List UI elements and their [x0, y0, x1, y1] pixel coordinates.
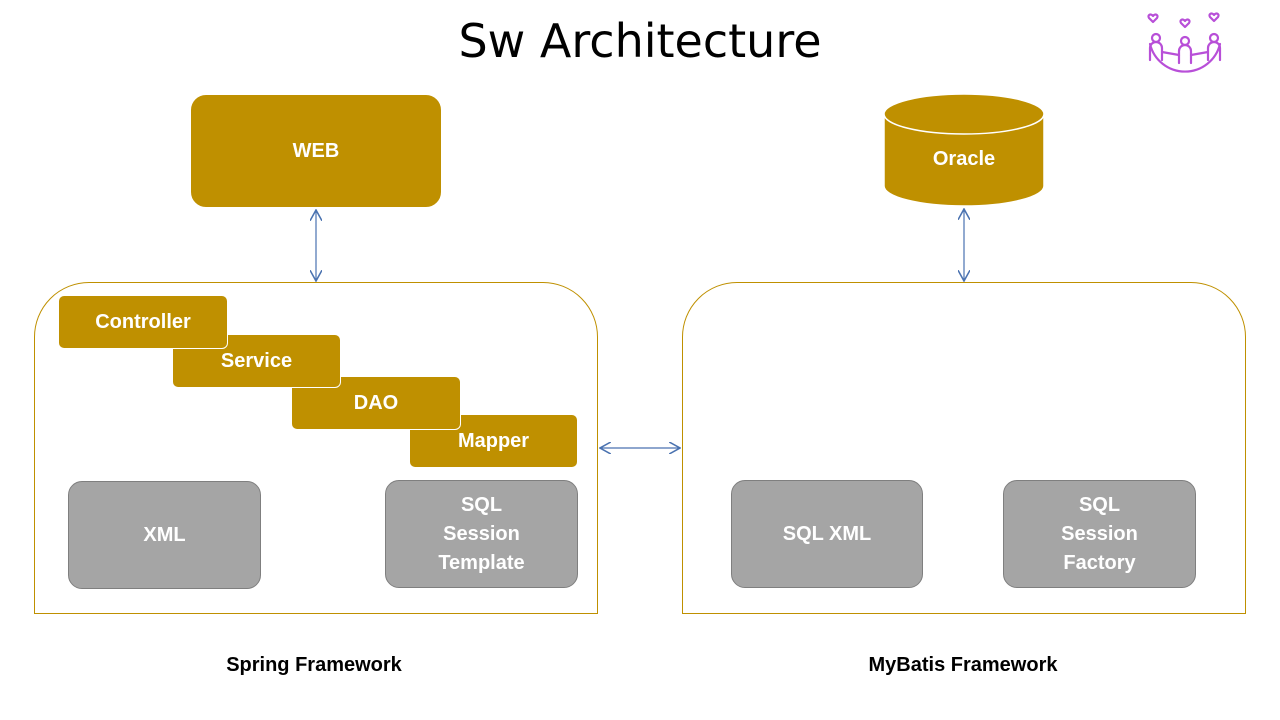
sql-session-template-line-2: Session: [443, 522, 520, 545]
sql-session-template-node: SQL Session Template: [385, 480, 578, 588]
mybatis-framework-label: MyBatis Framework: [868, 654, 1058, 676]
spring-framework-container: [34, 282, 598, 614]
sql-xml-node: SQL XML: [731, 480, 923, 588]
page-title: Sw Architecture: [458, 14, 822, 68]
xml-node: XML: [68, 481, 261, 589]
spring-framework-label: Spring Framework: [226, 654, 402, 676]
sql-session-factory-line-3: Factory: [1063, 551, 1136, 574]
sql-session-factory-line-2: Session: [1061, 522, 1138, 545]
sql-session-factory-line-1: SQL: [1078, 493, 1121, 516]
web-node: WEB: [190, 94, 442, 208]
service-layer: Service: [172, 334, 341, 388]
mybatis-framework-container: [682, 282, 1246, 614]
oracle-database-cylinder: [883, 93, 1045, 207]
sql-session-template-line-3: Template: [438, 551, 525, 574]
controller-layer: Controller: [58, 295, 228, 349]
sql-session-template-line-1: SQL: [460, 493, 503, 516]
people-with-hearts-icon: [1147, 12, 1222, 73]
oracle-label: Oracle: [932, 148, 996, 170]
sql-session-factory-node: SQL Session Factory: [1003, 480, 1196, 588]
